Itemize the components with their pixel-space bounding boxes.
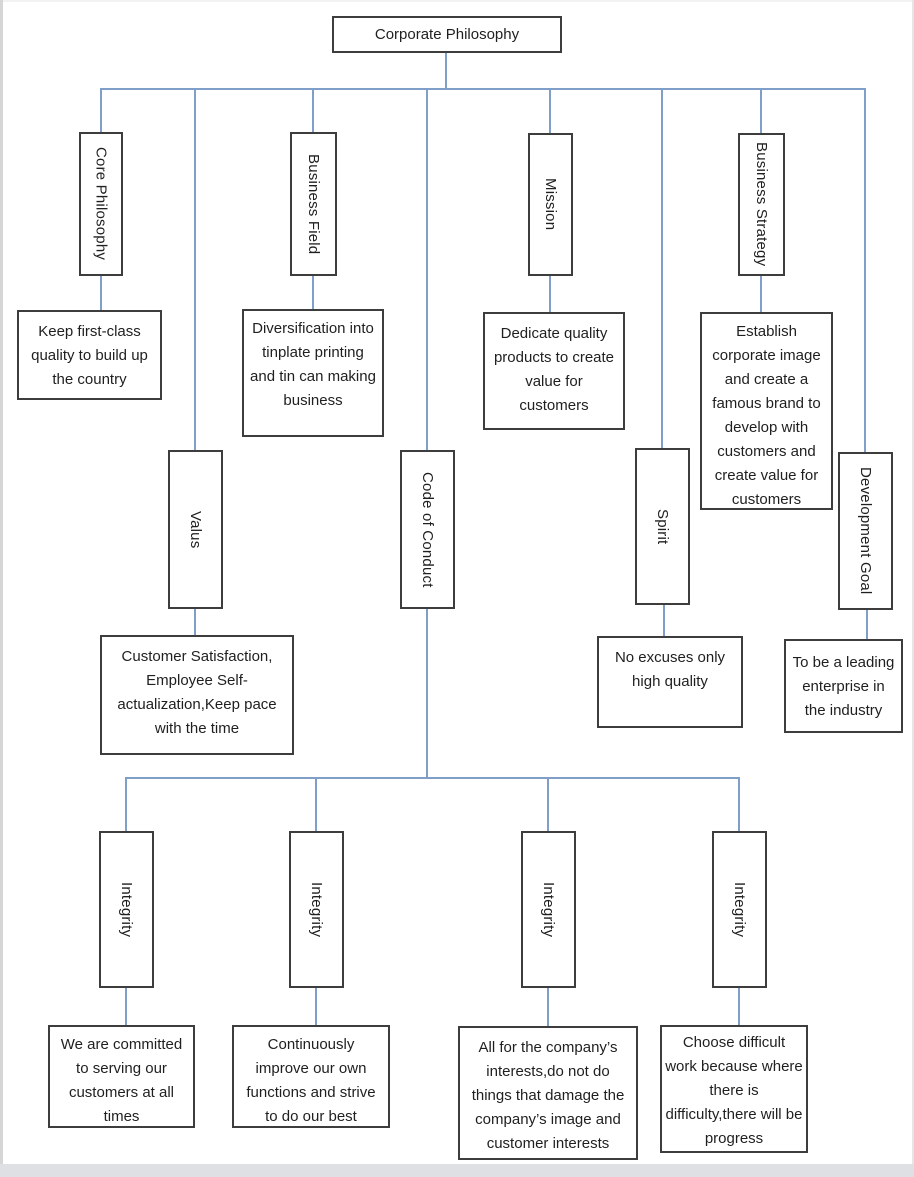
connector-integrity-3-desc	[547, 988, 549, 1026]
desc-core-philosophy: Keep first-class quality to build up the…	[17, 310, 162, 400]
page-edge-bottom	[0, 1164, 914, 1177]
node-integrity-2: Integrity	[289, 831, 344, 988]
connector-valus	[194, 88, 196, 450]
connector-mission-desc	[549, 276, 551, 312]
node-core-philosophy: Core Philosophy	[79, 132, 123, 276]
desc-spirit: No excuses only high quality	[597, 636, 743, 728]
node-mission: Mission	[528, 133, 573, 276]
connector-spirit-desc	[663, 605, 665, 636]
connector-bus-1	[100, 88, 866, 90]
connector-business-strategy	[760, 88, 762, 133]
connector-business-strategy-desc	[760, 276, 762, 312]
connector-mission	[549, 88, 551, 133]
connector-business-field	[312, 88, 314, 132]
connector-development-goal-desc	[866, 610, 868, 639]
connector-integrity-1	[125, 777, 127, 831]
connector-spirit	[661, 88, 663, 448]
page-edge-right	[912, 0, 914, 1177]
page-edge-left	[0, 0, 3, 1177]
desc-integrity-4: Choose difficult work because where ther…	[660, 1025, 808, 1153]
node-spirit: Spirit	[635, 448, 690, 605]
connector-valus-desc	[194, 609, 196, 635]
desc-valus: Customer Satisfaction, Employee Self-act…	[100, 635, 294, 755]
node-corporate-philosophy: Corporate Philosophy	[332, 16, 562, 53]
desc-integrity-2: Continuously improve our own functions a…	[232, 1025, 390, 1128]
node-valus: Valus	[168, 450, 223, 609]
connector-core-philosophy	[100, 88, 102, 132]
connector-bus-2	[125, 777, 740, 779]
connector-integrity-4	[738, 777, 740, 831]
connector-root-feed	[445, 53, 447, 88]
node-development-goal: Development Goal	[838, 452, 893, 610]
connector-code-of-conduct	[426, 88, 428, 450]
desc-business-strategy: Establish corporate image and create a f…	[700, 312, 833, 510]
desc-integrity-1: We are committed to serving our customer…	[48, 1025, 195, 1128]
connector-integrity-2-desc	[315, 988, 317, 1025]
desc-mission: Dedicate quality products to create valu…	[483, 312, 625, 430]
connector-integrity-3	[547, 777, 549, 831]
connector-development-goal	[864, 88, 866, 452]
node-integrity-1: Integrity	[99, 831, 154, 988]
connector-core-philosophy-desc	[100, 276, 102, 310]
connector-integrity-2	[315, 777, 317, 831]
connector-code-of-conduct-feed	[426, 609, 428, 777]
connector-integrity-4-desc	[738, 988, 740, 1025]
node-integrity-4: Integrity	[712, 831, 767, 988]
connector-integrity-1-desc	[125, 988, 127, 1025]
desc-business-field: Diversification into tinplate printing a…	[242, 309, 384, 437]
page-edge-top	[0, 0, 914, 2]
desc-development-goal: To be a leading enterprise in the indust…	[784, 639, 903, 733]
node-business-field: Business Field	[290, 132, 337, 276]
node-integrity-3: Integrity	[521, 831, 576, 988]
node-business-strategy: Business Strategy	[738, 133, 785, 276]
node-code-of-conduct: Code of Conduct	[400, 450, 455, 609]
desc-integrity-3: All for the company’s interests,do not d…	[458, 1026, 638, 1160]
connector-business-field-desc	[312, 276, 314, 309]
